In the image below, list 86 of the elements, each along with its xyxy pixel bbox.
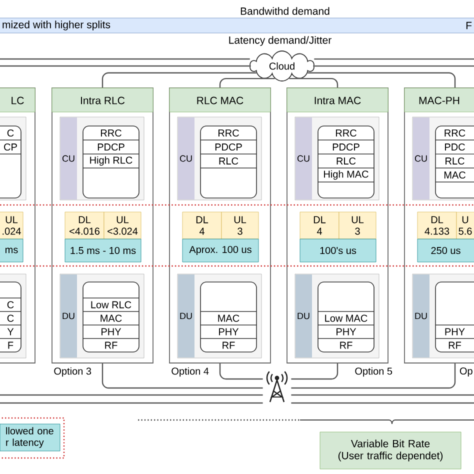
option-label: Option 5 <box>355 367 392 377</box>
note-box: llowed one r latency <box>0 417 65 459</box>
layer-label: PHY <box>445 328 465 336</box>
layer-label: Low RLC <box>91 301 132 308</box>
header-band: LC <box>0 88 36 112</box>
bitrate-cell: DL 4 <box>300 212 340 240</box>
layer-label: C <box>7 301 14 308</box>
layer-label: C <box>7 314 14 322</box>
bitrate-cell: UL 3 <box>338 212 376 240</box>
layer-label: RLC <box>446 157 464 165</box>
layer-label: RF <box>105 342 118 349</box>
layer-label: PHY <box>336 328 356 336</box>
protocol-stack <box>318 282 374 352</box>
layer-label: RLC <box>219 157 238 165</box>
connector-line <box>0 58 250 60</box>
layer-label: PDCP <box>98 143 124 151</box>
layer-label: MAC <box>444 171 466 179</box>
latency-cell: 250 us <box>417 238 474 262</box>
bitrate-cell: DL <4.016 <box>64 212 104 240</box>
layer-label: PDC <box>445 143 465 151</box>
protocol-stack <box>0 126 22 198</box>
layer-label: RRC <box>444 129 466 137</box>
connector-line <box>314 65 474 67</box>
layer-label: PHY <box>219 328 239 336</box>
connector-line <box>219 363 263 380</box>
header-band: RLC MAC <box>169 88 271 112</box>
protocol-stack <box>318 126 374 198</box>
latency-cell: 100's us <box>300 238 376 262</box>
connector-line <box>291 363 456 389</box>
layer-label: RRC <box>100 129 122 137</box>
annotation-text: Latency demand/Jitter <box>229 36 332 46</box>
connector-line <box>102 72 256 88</box>
layer-label: Low MAC <box>325 314 368 322</box>
antenna-drawing <box>266 371 288 402</box>
protocol-stack <box>435 126 474 198</box>
option-label: Option 3 <box>54 367 92 377</box>
layer-label: C <box>7 129 14 137</box>
protocol-stack <box>0 282 22 352</box>
layer-label: RLC <box>336 157 356 165</box>
protocol-stack <box>435 282 474 352</box>
banner-band: mized with higher splits F <box>0 18 474 34</box>
layer-label: MAC <box>100 314 122 322</box>
connector-line <box>291 394 474 396</box>
bitrate-cell: UL .024 <box>0 212 24 240</box>
bitrate-cell: UL 3 <box>221 212 259 240</box>
connector-line <box>289 78 338 88</box>
layer-label: RRC <box>218 129 239 137</box>
bitrate-cell: DL 4 <box>182 212 222 240</box>
bitrate-cell: UL <3.024 <box>104 212 142 240</box>
connector-line <box>0 65 250 67</box>
layer-label: RF <box>222 342 235 349</box>
layer-label: PDCP <box>332 143 360 151</box>
layer-label: High MAC <box>324 170 368 180</box>
latency-cell: 1.5 ms - 10 ms <box>64 238 142 262</box>
connector-line <box>219 78 275 88</box>
layer-label: PHY <box>102 328 122 336</box>
protocol-stack <box>200 126 257 198</box>
layer-label: High RLC <box>90 156 132 166</box>
connector-line <box>308 72 456 88</box>
connector-line <box>314 58 474 60</box>
option-label: Op <box>460 367 472 377</box>
bitrate-cell: U 5.6 <box>456 212 474 240</box>
connector-line <box>102 363 263 389</box>
connector-line <box>291 363 338 380</box>
layer-label: RF <box>340 342 352 349</box>
protocol-stack <box>82 282 140 352</box>
layer-label: CP <box>4 143 17 151</box>
protocol-stack <box>200 282 257 352</box>
layer-label: MAC <box>218 314 240 322</box>
layer-label: PDCP <box>215 143 242 151</box>
connector-line <box>291 402 474 404</box>
header-band: MAC-PH <box>404 88 474 112</box>
latency-cell: Aprox. 100 us <box>182 238 259 262</box>
header-band: Intra MAC <box>286 88 388 112</box>
option-label: Option 4 <box>172 367 209 377</box>
connector-line <box>0 402 263 404</box>
layer-label: RRC <box>336 129 356 137</box>
header-band: Intra RLC <box>52 88 154 112</box>
layer-label: F <box>8 342 14 349</box>
note-box: Variable Bit Rate (User traffic dependet) <box>320 432 462 470</box>
latency-cell: ms <box>0 238 24 262</box>
cloud: Cloud <box>250 50 314 82</box>
connector-line <box>0 394 263 396</box>
protocol-stack <box>82 126 140 198</box>
layer-label: Y <box>7 328 14 336</box>
layer-label: RF <box>448 342 462 349</box>
